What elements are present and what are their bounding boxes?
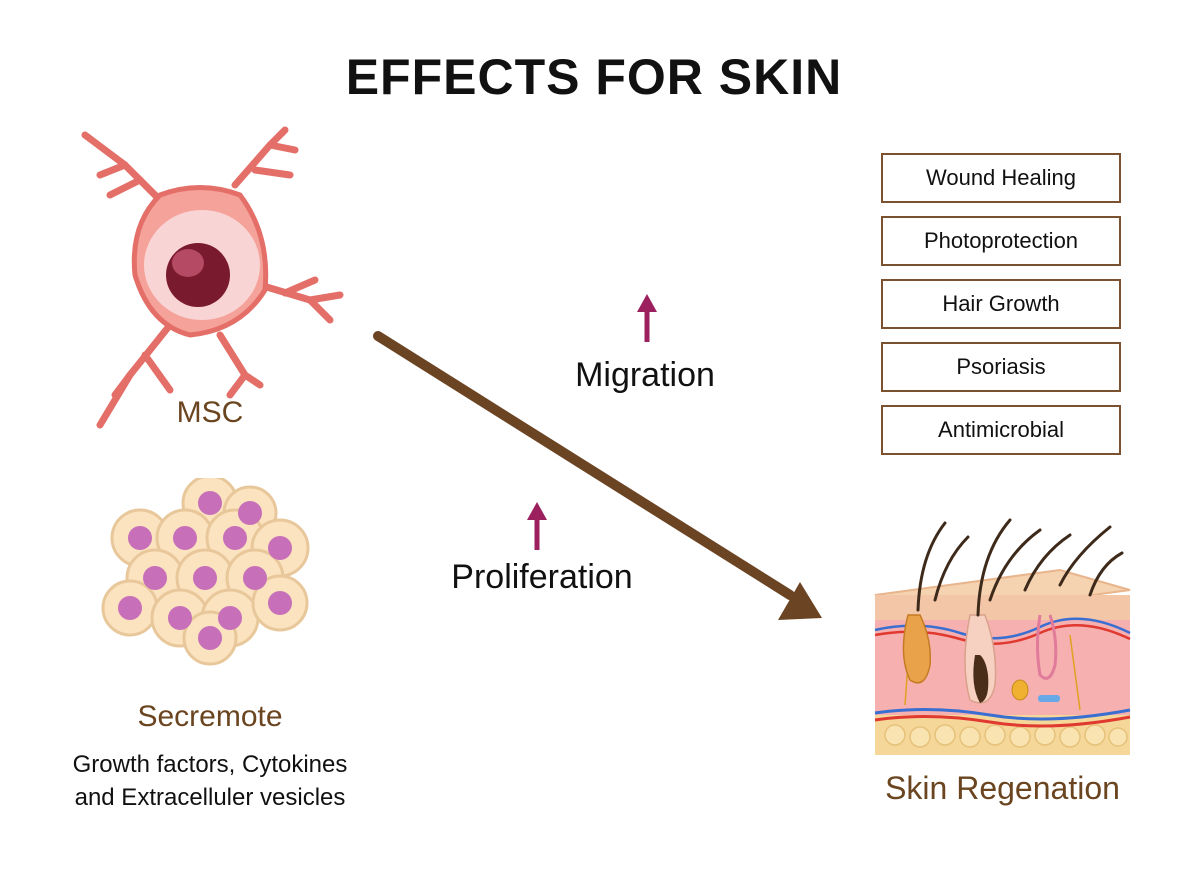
migration-label: Migration	[575, 356, 715, 394]
main-flow-arrow	[373, 331, 822, 620]
effect-box-hair-growth: Hair Growth	[881, 279, 1121, 329]
secretome-description: Growth factors, Cytokines and Extracellu…	[20, 748, 400, 814]
proliferation-label: Proliferation	[451, 558, 633, 596]
secretome-label: Secremote	[137, 700, 283, 733]
effect-box-psoriasis: Psoriasis	[881, 342, 1121, 392]
effect-box-antimicrobial: Antimicrobial	[881, 405, 1121, 455]
effect-box-wound-healing: Wound Healing	[881, 153, 1121, 203]
proliferation-up-arrow	[527, 502, 547, 550]
secretome-description-line2: and Extracelluler vesicles	[74, 784, 346, 811]
skin-cross-section-illustration	[874, 518, 1131, 755]
msc-label: MSC	[176, 396, 244, 429]
migration-up-arrow	[637, 294, 657, 342]
secretome-cluster-illustration	[101, 478, 310, 666]
effect-box-photoprotection: Photoprotection	[881, 216, 1121, 266]
skin-regeneration-label: Skin Regenation	[885, 770, 1120, 806]
secretome-description-line1: Growth factors, Cytokines	[72, 751, 348, 778]
msc-cell-illustration	[81, 126, 344, 429]
page-title: EFFECTS FOR SKIN	[345, 49, 843, 105]
